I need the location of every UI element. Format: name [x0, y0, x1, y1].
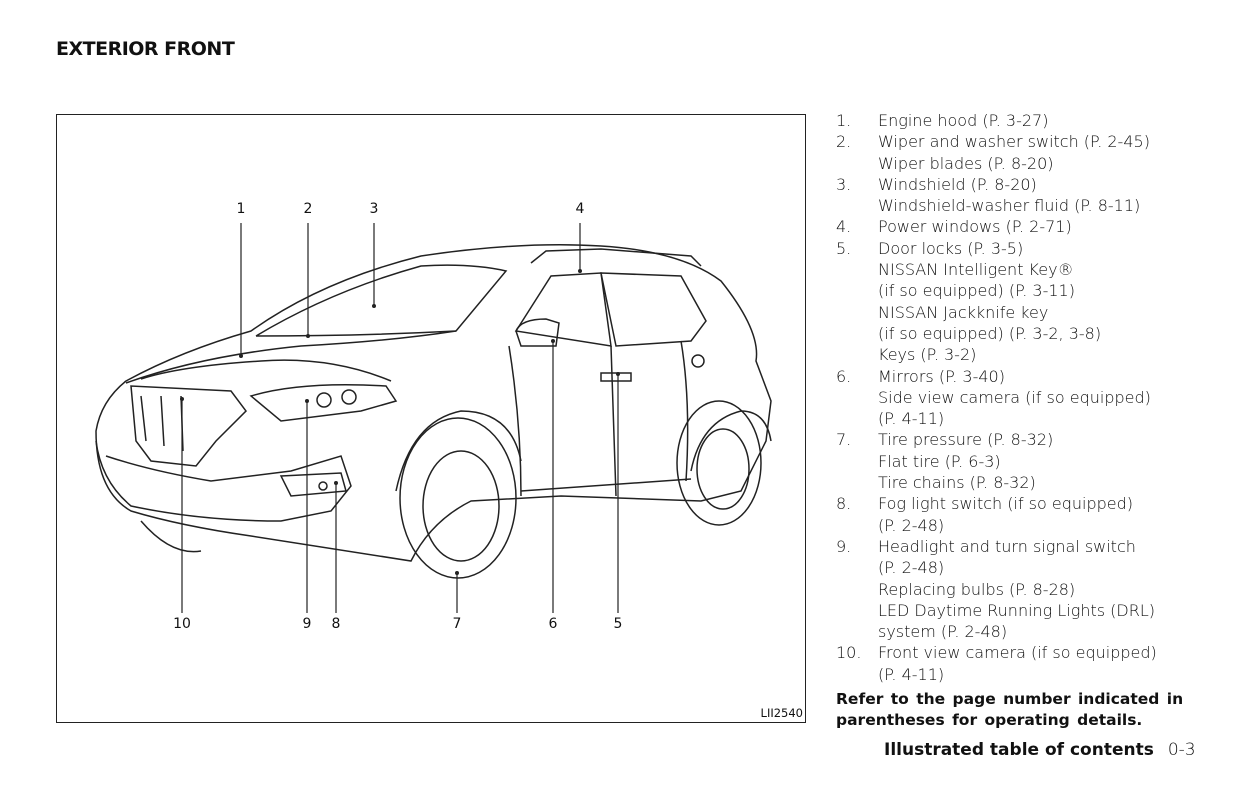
item-text: Windshield (P. 8-20) [878, 174, 1037, 194]
section-name: Illustrated table of contents [884, 740, 1154, 760]
item-text: Keys (P. 3-2) [878, 345, 977, 365]
callout-9: 9 [302, 616, 312, 632]
item-number: 8. [836, 494, 852, 514]
list-item: 3. Windshield (P. 8-20)Windshield-washer … [836, 174, 1206, 217]
callout-5: 5 [613, 616, 623, 632]
item-text: (P. 4-11) [878, 664, 945, 684]
item-lines: Headlight and turn signal switch(P. 2-48… [878, 536, 1155, 642]
item-text: Headlight and turn signal switch [878, 536, 1136, 556]
item-text: Flat tire (P. 6-3) [878, 451, 1001, 471]
item-text: Fog light switch (if so equipped) [878, 494, 1134, 514]
item-text: Tire pressure (P. 8-32) [878, 430, 1054, 450]
item-text: Door locks (P. 3-5) [878, 238, 1024, 258]
item-text: (P. 2-48) [878, 515, 945, 535]
callout-3: 3 [369, 201, 379, 217]
item-text: Engine hood (P. 3-27) [878, 111, 1049, 130]
list-item: 5. Door locks (P. 3-5)NISSAN Intelligent … [836, 238, 1206, 366]
item-lines: Wiper and washer switch (P. 2-45)Wiper b… [878, 131, 1150, 174]
item-text: (if so equipped) (P. 3-11) [878, 281, 1075, 301]
item-text: Replacing bulbs (P. 8-28) [878, 579, 1076, 599]
item-text: Wiper blades (P. 8-20) [878, 153, 1054, 173]
list-item: 10. Front view camera (if so equipped)(P.… [836, 642, 1206, 685]
item-number: 7. [836, 430, 852, 450]
item-text: NISSAN Jackknife key [878, 302, 1049, 322]
item-text: (if so equipped) (P. 3-2, 3-8) [878, 323, 1102, 343]
item-text: (P. 2-48) [878, 558, 945, 578]
item-lines: Fog light switch (if so equipped)(P. 2-4… [878, 493, 1133, 536]
car-illustration: 1 2 3 4 5 6 7 8 9 10 LII2540 [56, 114, 806, 723]
item-text: Windshield-washer fluid (P. 8-11) [878, 196, 1141, 216]
item-text: Wiper and washer switch (P. 2-45) [878, 132, 1150, 152]
list-item: 6. Mirrors (P. 3-40)Side view camera (if … [836, 366, 1206, 430]
item-number: 5. [836, 238, 852, 258]
list-item: 2. Wiper and washer switch (P. 2-45)Wiper… [836, 131, 1206, 174]
list-item: 4. Power windows (P. 2-71) [836, 216, 1206, 237]
item-lines: Door locks (P. 3-5)NISSAN Intelligent Ke… [878, 238, 1101, 366]
note-line: Refer to the page number indicated in [836, 690, 1184, 708]
item-text: NISSAN Intelligent Key® [878, 260, 1074, 280]
car-drawing [95, 223, 772, 613]
item-lines: Front view camera (if so equipped)(P. 4-… [878, 642, 1157, 685]
item-text: system (P. 2-48) [878, 622, 1008, 642]
item-number: 6. [836, 366, 852, 386]
item-lines: Power windows (P. 2-71) [878, 216, 1072, 237]
callout-7: 7 [452, 616, 462, 632]
parts-list: 1. Engine hood (P. 3-27) 2. Wiper and washe… [836, 110, 1206, 685]
callout-4: 4 [575, 201, 585, 217]
item-number: 2. [836, 132, 852, 152]
item-text: Side view camera (if so equipped) [878, 387, 1151, 407]
item-number: 1. [836, 111, 852, 130]
page-footer: Illustrated table of contents 0-3 [884, 740, 1196, 760]
item-number: 4. [836, 217, 852, 237]
item-text: Power windows (P. 2-71) [878, 217, 1072, 237]
item-text: LED Daytime Running Lights (DRL) [878, 600, 1155, 620]
page-title: EXTERIOR FRONT [56, 38, 235, 60]
callout-6: 6 [548, 616, 558, 632]
note-line: parentheses for operating details. [836, 711, 1143, 729]
item-text: (P. 4-11) [878, 409, 945, 429]
item-lines: Engine hood (P. 3-27) [878, 110, 1048, 131]
item-text: Mirrors (P. 3-40) [878, 366, 1005, 386]
list-item: 9. Headlight and turn signal switch(P. 2-… [836, 536, 1206, 642]
callout-8: 8 [331, 616, 341, 632]
list-item: 7. Tire pressure (P. 8-32)Flat tire (P. 6… [836, 429, 1206, 493]
page-number: 0-3 [1167, 740, 1196, 760]
callout-1: 1 [236, 201, 246, 217]
reference-note: Refer to the page number indicated in pa… [836, 689, 1183, 731]
figure-code: LII2540 [760, 706, 803, 720]
item-number: 3. [836, 174, 852, 194]
callout-2: 2 [303, 201, 313, 217]
item-lines: Mirrors (P. 3-40)Side view camera (if so… [878, 366, 1151, 430]
item-number: 9. [836, 536, 852, 556]
list-item: 1. Engine hood (P. 3-27) [836, 110, 1206, 131]
item-number: 10. [836, 643, 862, 663]
list-item: 8. Fog light switch (if so equipped)(P. 2… [836, 493, 1206, 536]
item-text: Tire chains (P. 8-32) [878, 473, 1036, 493]
item-text: Front view camera (if so equipped) [878, 643, 1157, 663]
callout-10: 10 [173, 616, 191, 632]
item-lines: Tire pressure (P. 8-32)Flat tire (P. 6-3… [878, 429, 1053, 493]
item-lines: Windshield (P. 8-20)Windshield-washer fl… [878, 174, 1140, 217]
